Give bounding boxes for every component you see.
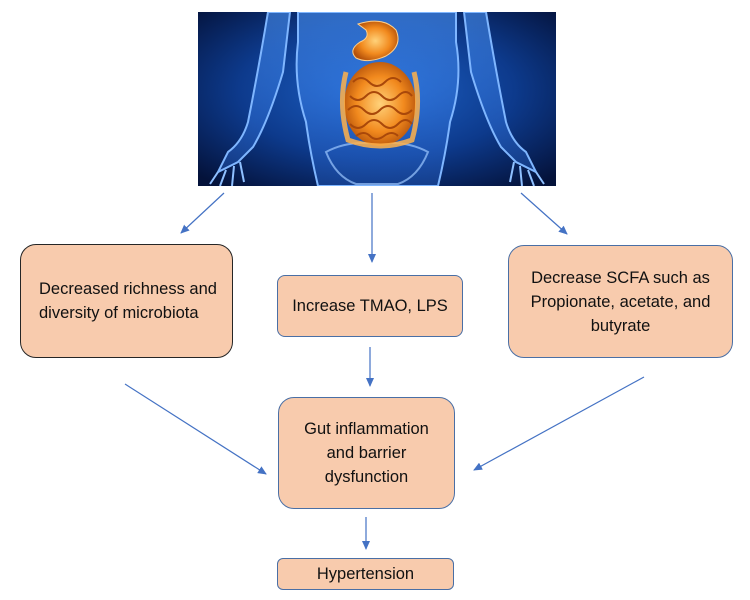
arrow-scfa-to-gut xyxy=(473,376,645,471)
decrease-scfa-box: Decrease SCFA such as Propionate, acetat… xyxy=(508,245,733,358)
arrow-body-to-richness xyxy=(180,192,225,234)
hypertension-label: Hypertension xyxy=(316,565,415,583)
gut-inflammation-label: Gut inflammation and barrier dysfunction xyxy=(304,420,429,486)
decreased-richness-box: Decreased richness and diversity of micr… xyxy=(20,244,233,358)
arrow-body-to-scfa xyxy=(520,192,568,235)
hypertension-box: Hypertension xyxy=(277,558,454,590)
increase-tmao-lps-box: Increase TMAO, LPS xyxy=(277,275,463,337)
human-digestive-system-icon xyxy=(198,12,556,186)
arrow-richness-to-gut xyxy=(124,383,267,475)
decrease-scfa-label: Decrease SCFA such as Propionate, acetat… xyxy=(530,268,711,335)
gut-inflammation-box: Gut inflammation and barrier dysfunction xyxy=(278,397,455,509)
increase-tmao-lps-label: Increase TMAO, LPS xyxy=(292,297,448,315)
decreased-richness-label: Decreased richness and diversity of micr… xyxy=(39,280,217,322)
